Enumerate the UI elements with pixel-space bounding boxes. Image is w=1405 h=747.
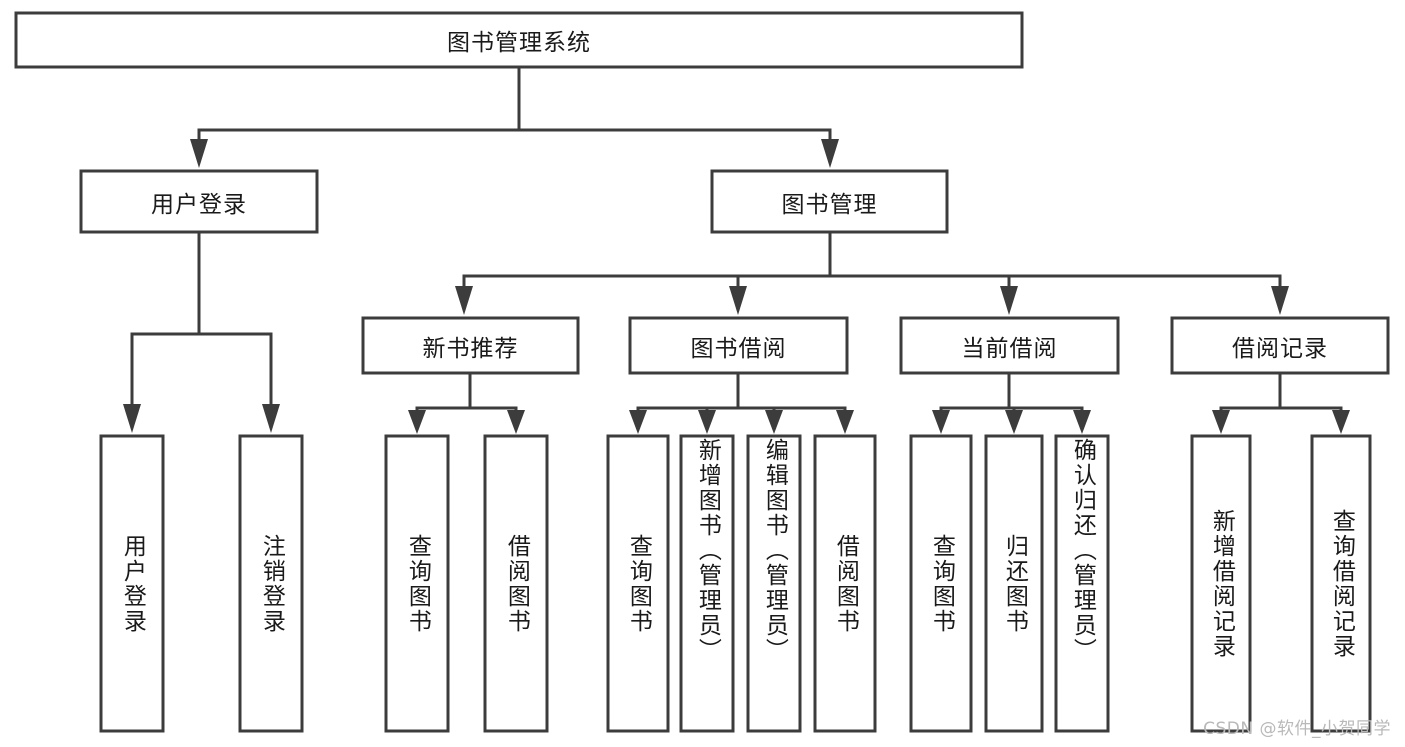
- node-box-leaf-edit-book[interactable]: [746, 434, 802, 733]
- connector-group-root: [190, 65, 839, 168]
- arrow-head-leaf-add-record: [1212, 410, 1230, 434]
- arrow-head-book-management: [821, 139, 839, 168]
- arrow-head-leaf-confirm-return: [1073, 410, 1091, 434]
- arrow-head-leaf-borrow-book-b: [836, 410, 854, 434]
- node-box-leaf-query-book-b[interactable]: [606, 434, 670, 733]
- connector-group-borrow-records: [1212, 371, 1350, 434]
- arrow-head-leaf-logout: [262, 404, 280, 433]
- node-box-leaf-borrow-book-a[interactable]: [483, 434, 549, 733]
- arrow-head-user-login: [190, 139, 208, 168]
- node-box-book-management[interactable]: [710, 169, 949, 234]
- connector-group-user-login: [123, 230, 280, 433]
- node-box-leaf-logout[interactable]: [238, 434, 304, 733]
- arrow-head-leaf-query-book-a: [408, 410, 426, 434]
- node-box-book-borrow[interactable]: [628, 316, 849, 375]
- arrow-head-leaf-query-book-b: [629, 410, 647, 434]
- arrow-head-book-borrow: [729, 286, 747, 315]
- node-box-root[interactable]: [14, 11, 1024, 69]
- node-box-leaf-add-record[interactable]: [1190, 434, 1252, 733]
- arrow-head-leaf-add-book: [698, 410, 716, 434]
- node-box-leaf-return-book[interactable]: [984, 434, 1044, 733]
- arrow-head-leaf-user-login: [123, 404, 141, 433]
- node-box-user-login[interactable]: [79, 169, 319, 234]
- arrow-head-leaf-query-record: [1332, 410, 1350, 434]
- arrow-head-leaf-return-book: [1005, 410, 1023, 434]
- arrow-head-borrow-records: [1271, 286, 1289, 315]
- node-box-leaf-query-book-c[interactable]: [909, 434, 973, 733]
- arrow-head-current-borrow: [1000, 286, 1018, 315]
- node-box-leaf-confirm-return[interactable]: [1054, 434, 1110, 733]
- connector-group-current-borrow: [932, 371, 1091, 434]
- connector-group-book-management: [455, 230, 1289, 315]
- arrow-head-leaf-borrow-book-a: [507, 410, 525, 434]
- node-box-leaf-add-book[interactable]: [679, 434, 735, 733]
- node-box-leaf-query-record[interactable]: [1310, 434, 1372, 733]
- csdn-watermark: CSDN @软件_小贺同学: [1203, 719, 1391, 739]
- node-box-leaf-user-login[interactable]: [99, 434, 165, 733]
- arrow-head-new-book-recommend: [455, 286, 473, 315]
- arrow-head-leaf-query-book-c: [932, 410, 950, 434]
- node-box-current-borrow[interactable]: [899, 316, 1120, 375]
- connector-group-book-borrow: [629, 371, 854, 434]
- node-box-new-book-recommend[interactable]: [361, 316, 580, 375]
- node-box-leaf-borrow-book-b[interactable]: [813, 434, 877, 733]
- connector-group-new-book-recommend: [408, 371, 525, 434]
- arrow-head-leaf-edit-book: [765, 410, 783, 434]
- node-box-borrow-records[interactable]: [1170, 316, 1390, 375]
- node-box-leaf-query-book-a[interactable]: [384, 434, 450, 733]
